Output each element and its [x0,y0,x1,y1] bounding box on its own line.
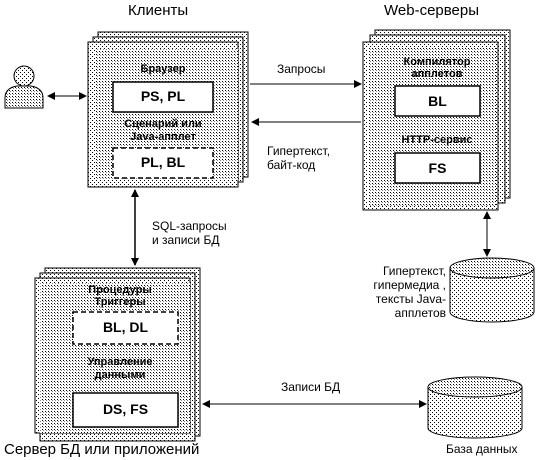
compiler-label-2: апплетов [411,68,463,80]
web-storage-cylinder [449,257,535,323]
pl-bl-label: PL, BL [140,154,186,170]
bl-dl-label: BL, DL [102,319,149,335]
title-web-servers: Web-серверы [384,2,480,19]
triggers-label: Триггеры [94,296,146,308]
script-label: Сценарий или [124,118,202,130]
fs-label: FS [428,160,447,176]
hypertext-label-2: байт-код [267,158,316,172]
bl-label: BL [428,93,447,109]
storage-note-1: Гипертекст, [382,264,446,278]
browser-label: Браузер [140,63,186,75]
procedures-label: Процедуры [88,284,152,296]
database-cylinder [427,376,523,439]
manage-label-1: Управление [87,356,153,368]
java-applet-label: Java-апплет [130,131,196,143]
web-fs-box [394,152,481,184]
storage-note-3: тексты Java- [375,292,446,306]
db-ds-fs-box [72,392,179,428]
ds-fs-label: DS, FS [102,401,149,417]
sql-label-2: и записи БД [152,233,220,247]
client-ps-pl-box [112,81,214,113]
sql-label-1: SQL-запросы [152,219,227,233]
storage-note-2: гипермедиа , [373,278,446,292]
storage-note-4: апплетов [394,306,446,320]
db-bl-dl-box [72,311,179,345]
requests-label: Запросы [277,62,326,76]
manage-label-2: данными [94,369,146,381]
http-service-label: HTTP-сервис [401,134,473,146]
compiler-label-1: Компилятор [403,56,471,68]
title-db-server: Сервер БД или приложений [4,441,200,458]
web-bl-box [394,85,481,117]
db-records-label: Записи БД [281,380,341,394]
ps-pl-label: PS, PL [140,88,186,104]
client-pl-bl-box [112,147,214,179]
title-clients: Клиенты [128,2,189,19]
title-database: База данных [446,442,518,456]
hypertext-label-1: Гипертекст, [267,144,331,158]
user-icon [4,65,44,109]
